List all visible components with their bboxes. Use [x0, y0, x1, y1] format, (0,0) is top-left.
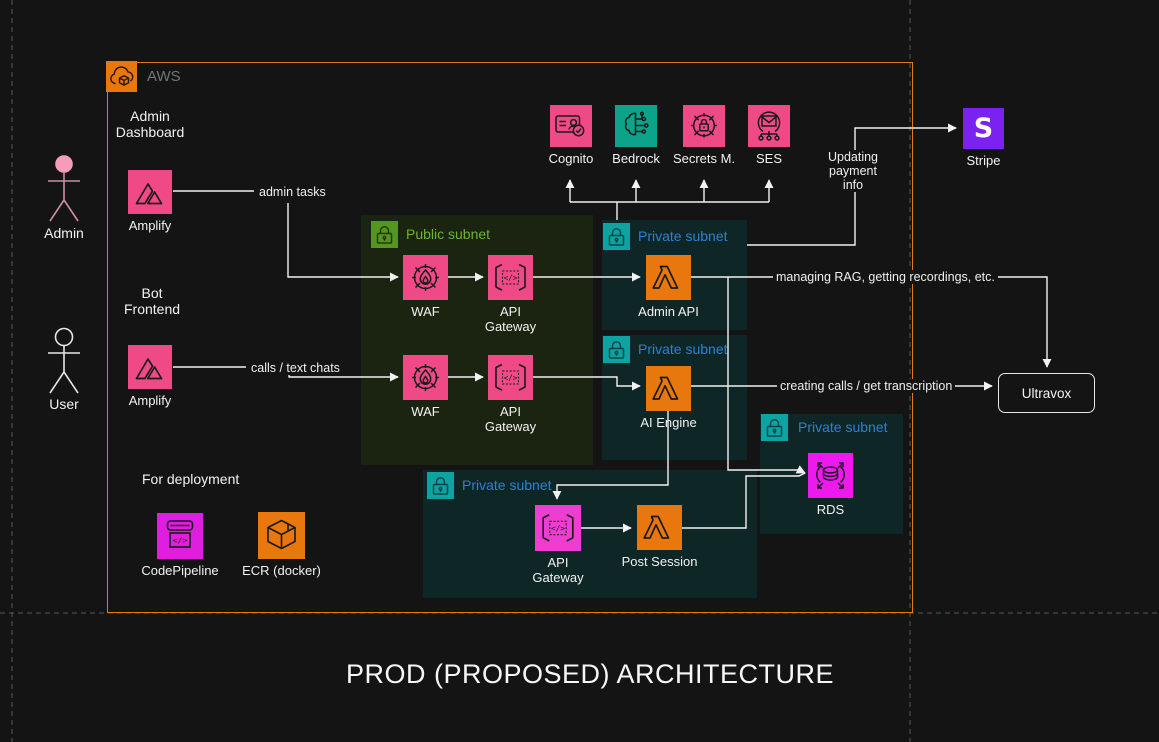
- svg-text:</>: </>: [551, 524, 565, 533]
- ai-engine-label: AI Engine: [640, 415, 697, 430]
- bedrock-label: Bedrock: [612, 151, 660, 166]
- api-gateway-user-node[interactable]: </> API Gateway: [485, 355, 536, 434]
- rds-icon: [808, 453, 853, 498]
- svg-text:</>: </>: [173, 536, 188, 545]
- waf-user-node[interactable]: WAF: [403, 355, 448, 419]
- bedrock-node[interactable]: Bedrock: [612, 105, 660, 166]
- note-bot-frontend[interactable]: Bot Frontend: [123, 285, 181, 317]
- private-subnet-1-label: Private subnet: [638, 228, 728, 244]
- note-for-deployment[interactable]: For deployment: [142, 471, 240, 487]
- lock-icon: [603, 223, 630, 250]
- edge-label-creating-calls[interactable]: creating calls / get transcription: [777, 379, 956, 393]
- waf-icon: [403, 355, 448, 400]
- api-gateway-icon: </>: [488, 355, 533, 400]
- waf-admin-label: WAF: [411, 304, 440, 319]
- amplify-icon: [128, 170, 172, 214]
- edge-label-admin-tasks[interactable]: admin tasks: [256, 185, 329, 199]
- aws-group-label: AWS: [147, 68, 181, 85]
- amplify-icon: [128, 345, 172, 389]
- diagram-title[interactable]: PROD (PROPOSED) ARCHITECTURE: [345, 659, 835, 689]
- lambda-icon: [646, 366, 691, 411]
- lambda-icon: [646, 255, 691, 300]
- waf-icon: [403, 255, 448, 300]
- stripe-node[interactable]: S Stripe: [963, 108, 1004, 168]
- lock-icon: [603, 336, 630, 363]
- amplify-admin-label: Amplify: [128, 218, 172, 233]
- ultravox-node[interactable]: Ultravox: [998, 373, 1095, 413]
- rds-node[interactable]: RDS: [808, 453, 853, 517]
- codepipeline-node[interactable]: </> CodePipeline: [141, 513, 219, 578]
- ses-node[interactable]: SES: [748, 105, 790, 166]
- note-admin-dashboard[interactable]: Admin Dashboard: [115, 108, 185, 140]
- cognito-icon: [550, 105, 592, 147]
- edge-label-updating-payment-info[interactable]: Updating payment info: [824, 150, 882, 192]
- stripe-icon: S: [963, 108, 1004, 149]
- api-gateway-internal-node[interactable]: </> API Gateway: [532, 505, 584, 585]
- private-subnet-3[interactable]: Private subnet: [423, 470, 757, 598]
- lambda-icon: [637, 505, 682, 550]
- cognito-label: Cognito: [548, 151, 594, 166]
- stripe-label: Stripe: [966, 153, 1001, 168]
- post-session-label: Post Session: [621, 554, 698, 569]
- ecr-label: ECR (docker): [242, 563, 321, 578]
- api-gateway-admin-node[interactable]: </> API Gateway: [485, 255, 536, 334]
- person-icon: [48, 155, 80, 222]
- person-icon: [48, 327, 80, 394]
- edge-label-calls-text-chats[interactable]: calls / text chats: [248, 361, 343, 375]
- lock-icon: [427, 472, 454, 499]
- lock-icon: [761, 414, 788, 441]
- private-subnet-2-label: Private subnet: [638, 341, 728, 357]
- ses-label: SES: [755, 151, 783, 166]
- bedrock-icon: [615, 105, 657, 147]
- amplify-user-node[interactable]: Amplify: [128, 345, 172, 408]
- private-subnet-4-label: Private subnet: [798, 419, 888, 435]
- public-subnet[interactable]: Public subnet: [361, 215, 593, 465]
- private-subnet-3-label: Private subnet: [462, 477, 552, 493]
- svg-text:</>: </>: [504, 274, 518, 283]
- actor-admin-label[interactable]: Admin: [44, 225, 84, 241]
- api-gateway-icon: </>: [488, 255, 533, 300]
- svg-text:</>: </>: [504, 374, 518, 383]
- api-gateway-internal-label: API Gateway: [532, 555, 584, 585]
- lock-icon: [371, 221, 398, 248]
- aws-group[interactable]: [107, 62, 913, 613]
- ses-icon: [748, 105, 790, 147]
- amplify-user-label: Amplify: [128, 393, 172, 408]
- secrets-manager-label: Secrets M.: [672, 151, 736, 166]
- public-subnet-label: Public subnet: [406, 226, 491, 242]
- api-gateway-admin-label: API Gateway: [484, 304, 537, 334]
- admin-api-node[interactable]: Admin API: [638, 255, 699, 319]
- actor-user-label[interactable]: User: [49, 396, 79, 412]
- aws-cloud-icon: [106, 61, 137, 92]
- edge-label-managing-rag[interactable]: managing RAG, getting recordings, etc.: [773, 270, 998, 284]
- ecr-node[interactable]: ECR (docker): [242, 512, 321, 578]
- api-gateway-icon: </>: [535, 505, 581, 551]
- ecr-icon: [258, 512, 305, 559]
- waf-user-label: WAF: [411, 404, 440, 419]
- codepipeline-icon: </>: [157, 513, 203, 559]
- rds-label: RDS: [816, 502, 845, 517]
- waf-admin-node[interactable]: WAF: [403, 255, 448, 319]
- post-session-node[interactable]: Post Session: [622, 505, 697, 569]
- ai-engine-node[interactable]: AI Engine: [640, 366, 697, 430]
- amplify-admin-node[interactable]: Amplify: [128, 170, 172, 233]
- api-gateway-user-label: API Gateway: [484, 404, 537, 434]
- secrets-manager-node[interactable]: Secrets M.: [673, 105, 735, 166]
- private-subnet-2[interactable]: Private subnet: [602, 335, 747, 460]
- admin-api-label: Admin API: [638, 304, 699, 319]
- cognito-node[interactable]: Cognito: [549, 105, 593, 166]
- codepipeline-label: CodePipeline: [141, 563, 219, 578]
- stripe-letter: S: [973, 113, 994, 144]
- secrets-manager-icon: [683, 105, 725, 147]
